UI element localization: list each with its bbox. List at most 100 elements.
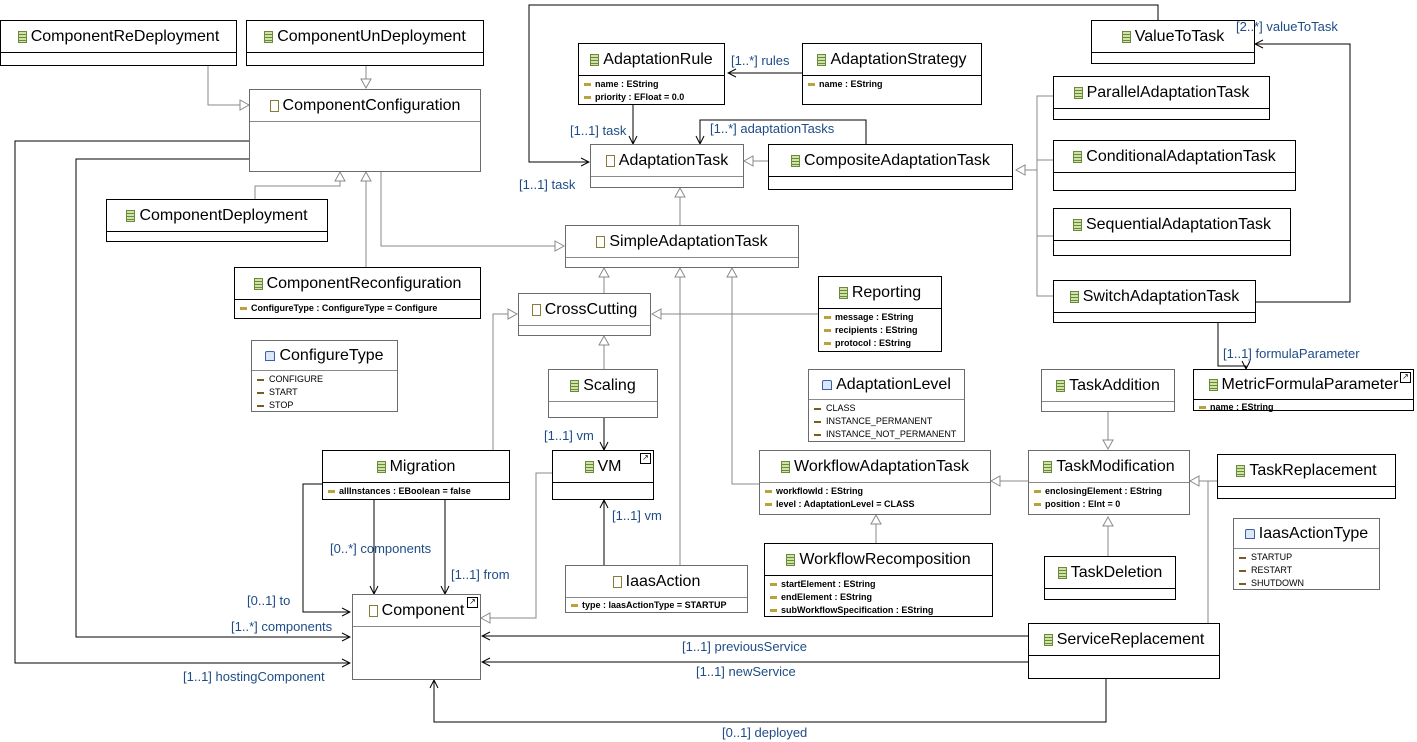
enum-literal: INSTANCE_NOT_PERMANENT bbox=[814, 428, 959, 441]
eclass-icon bbox=[1121, 30, 1131, 43]
enum-literal: RESTART bbox=[1239, 564, 1374, 577]
label-previous-service: [1..1] previousService bbox=[682, 639, 808, 654]
ref-configuration-hosting bbox=[14, 140, 350, 663]
attribute: endElement : EString bbox=[770, 591, 987, 604]
eclass-icon bbox=[1208, 378, 1218, 391]
label-iaas-vm: [1..1] vm bbox=[612, 508, 662, 523]
eclass-icon bbox=[584, 460, 594, 473]
attribute: level : AdaptationLevel = CLASS bbox=[765, 498, 985, 511]
class-component-configuration[interactable]: ComponentConfiguration bbox=[249, 89, 481, 172]
eclass-icon bbox=[1043, 633, 1053, 646]
attribute: recipients : EString bbox=[824, 324, 936, 337]
ref-migration-to bbox=[302, 483, 350, 612]
label-config-components: [1..*] components bbox=[231, 619, 333, 634]
class-composite-adaptation-task[interactable]: CompositeAdaptationTask bbox=[768, 144, 1013, 190]
enum-literal: SHUTDOWN bbox=[1239, 577, 1374, 590]
gen-workflow-simpletask bbox=[726, 266, 759, 485]
enum-literal: STOP bbox=[257, 399, 392, 412]
eclass-icon bbox=[264, 30, 274, 43]
ref-configuration-components bbox=[75, 158, 350, 637]
gen-configuration-simpletask bbox=[380, 172, 566, 252]
enum-configure-type[interactable]: ConfigureType CONFIGURE START STOP bbox=[251, 340, 398, 412]
eclass-icon bbox=[791, 154, 801, 167]
eclass-icon bbox=[1073, 150, 1083, 163]
class-metric-formula-parameter[interactable]: ↗ MetricFormulaParameter name : EString bbox=[1193, 369, 1414, 414]
ref-switch-formula bbox=[1217, 323, 1246, 369]
class-component-deployment[interactable]: ComponentDeployment bbox=[106, 199, 328, 242]
external-reference-icon: ↗ bbox=[640, 453, 651, 464]
label-value-task: [1..1] task bbox=[519, 177, 576, 192]
class-component-redeployment[interactable]: ComponentReDeployment bbox=[0, 20, 237, 66]
eclass-icon bbox=[817, 53, 827, 66]
attribute: priority : EFloat = 0.0 bbox=[584, 91, 719, 104]
class-simple-adaptation-task[interactable]: SimpleAdaptationTask bbox=[565, 225, 799, 268]
attribute: name : EString bbox=[584, 78, 719, 91]
class-switch-adaptation-task[interactable]: SwitchAdaptationTask bbox=[1053, 280, 1256, 323]
attribute: enclosingElement : EString bbox=[1034, 485, 1184, 498]
attribute: position : EInt = 0 bbox=[1034, 498, 1184, 511]
class-sequential-adaptation-task[interactable]: SequentialAdaptationTask bbox=[1053, 208, 1291, 256]
label-migration-from: [1..1] from bbox=[451, 567, 510, 582]
ref-switch-valuetotask bbox=[1255, 44, 1351, 303]
abstract-class-icon bbox=[269, 99, 279, 112]
class-component-undeployment[interactable]: ComponentUnDeployment bbox=[246, 20, 484, 66]
enum-adaptation-level[interactable]: AdaptationLevel CLASS INSTANCE_PERMANENT… bbox=[808, 369, 965, 442]
enum-literal: CLASS bbox=[814, 402, 959, 415]
attribute: message : EString bbox=[824, 311, 936, 324]
class-workflow-adaptation-task[interactable]: WorkflowAdaptationTask workflowId : EStr… bbox=[759, 450, 991, 515]
attribute: allInstances : EBoolean = false bbox=[328, 485, 504, 498]
class-iaas-action[interactable]: IaasAction type : IaasActionType = START… bbox=[565, 565, 748, 613]
class-vm[interactable]: ↗ VM bbox=[552, 450, 654, 500]
abstract-class-icon bbox=[605, 154, 615, 167]
class-conditional-adaptation-task[interactable]: ConditionalAdaptationTask bbox=[1053, 140, 1296, 191]
label-new-service: [1..1] newService bbox=[696, 664, 796, 679]
class-component[interactable]: ↗ Component bbox=[352, 594, 481, 680]
class-task-modification[interactable]: TaskModification enclosingElement : EStr… bbox=[1028, 450, 1190, 515]
label-rule-task: [1..1] task bbox=[570, 123, 627, 138]
class-value-to-task[interactable]: ValueToTask bbox=[1091, 20, 1255, 64]
eclass-icon bbox=[590, 53, 600, 66]
eclass-icon bbox=[781, 460, 791, 473]
enum-literal: START bbox=[257, 386, 392, 399]
gen-vm-component bbox=[479, 472, 552, 624]
eclass-icon bbox=[253, 277, 263, 290]
enum-literal: CONFIGURE bbox=[257, 373, 392, 386]
label-hosting-component: [1..1] hostingComponent bbox=[183, 669, 325, 684]
eclass-icon bbox=[786, 553, 796, 566]
class-task-deletion[interactable]: TaskDeletion bbox=[1044, 556, 1176, 600]
class-workflow-recomposition[interactable]: WorkflowRecomposition startElement : ESt… bbox=[764, 543, 993, 617]
enum-icon bbox=[822, 379, 833, 390]
class-adaptation-task[interactable]: AdaptationTask bbox=[590, 144, 744, 188]
class-adaptation-rule[interactable]: AdaptationRule name : EString priority :… bbox=[578, 43, 725, 105]
eclass-icon bbox=[1043, 460, 1053, 473]
abstract-class-icon bbox=[531, 303, 541, 316]
attribute: name : EString bbox=[1199, 401, 1408, 414]
class-parallel-adaptation-task[interactable]: ParallelAdaptationTask bbox=[1053, 76, 1270, 120]
enum-iaas-action-type[interactable]: IaasActionType STARTUP RESTART SHUTDOWN bbox=[1233, 518, 1380, 590]
enum-icon bbox=[265, 350, 276, 361]
class-task-replacement[interactable]: TaskReplacement bbox=[1217, 454, 1396, 499]
eclass-icon bbox=[838, 286, 848, 299]
class-task-addition[interactable]: TaskAddition bbox=[1041, 369, 1175, 412]
gen-parallel-composite bbox=[1016, 95, 1053, 297]
class-reporting[interactable]: Reporting message : EString recipients :… bbox=[818, 276, 942, 352]
gen-deployment-configuration bbox=[254, 170, 346, 199]
attribute: protocol : EString bbox=[824, 337, 936, 350]
class-scaling[interactable]: Scaling bbox=[548, 369, 658, 418]
external-reference-icon: ↗ bbox=[1400, 372, 1411, 383]
eclass-icon bbox=[17, 30, 27, 43]
class-adaptation-strategy[interactable]: AdaptationStrategy name : EString bbox=[802, 43, 982, 105]
attribute: startElement : EString bbox=[770, 578, 987, 591]
class-service-replacement[interactable]: ServiceReplacement bbox=[1028, 623, 1220, 679]
label-migration-components: [0..*] components bbox=[330, 541, 432, 556]
class-cross-cutting[interactable]: CrossCutting bbox=[518, 293, 651, 336]
abstract-class-icon bbox=[596, 235, 606, 248]
label-rules: [1..*] rules bbox=[731, 53, 790, 68]
attribute: subWorkflowSpecification : EString bbox=[770, 604, 987, 617]
class-component-reconfiguration[interactable]: ComponentReconfiguration ConfigureType :… bbox=[234, 267, 481, 319]
ref-composite-tasks bbox=[700, 119, 867, 144]
class-migration[interactable]: Migration allInstances : EBoolean = fals… bbox=[322, 450, 510, 500]
external-reference-icon: ↗ bbox=[467, 597, 478, 608]
gen-migration-crosscutting bbox=[492, 308, 519, 450]
